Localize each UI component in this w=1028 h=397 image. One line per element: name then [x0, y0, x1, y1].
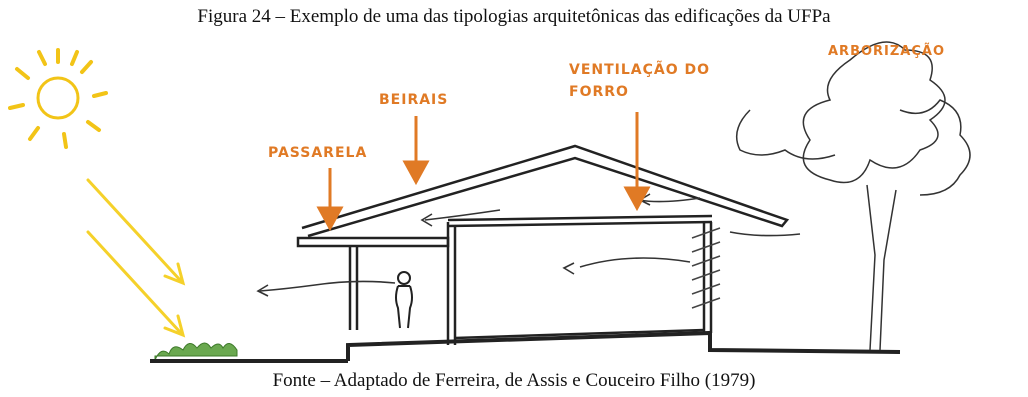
- label-arborizacao: ARBORIZAÇÃO: [828, 44, 946, 59]
- wall-louvres: [691, 227, 721, 309]
- tree-sketch: [735, 41, 971, 351]
- label-beirais: BEIRAIS: [379, 92, 449, 108]
- sun-rays: [86, 178, 186, 338]
- figure-title: Figura 24 – Exemplo de uma das tipologia…: [197, 6, 831, 27]
- airflow-arrows: [256, 193, 801, 297]
- person-figure: [395, 271, 413, 329]
- ground-line: [150, 330, 901, 363]
- label-ventilacao-line1: VENTILAÇÃO DO: [569, 62, 711, 78]
- label-passarela: PASSARELA: [268, 145, 368, 161]
- indicator-arrows: [316, 112, 651, 232]
- grass-shrubs: [154, 342, 238, 361]
- sun-icon: [8, 48, 108, 149]
- figure-source: Fonte – Adaptado de Ferreira, de Assis e…: [272, 370, 756, 391]
- building-section: [296, 144, 790, 345]
- label-ventilacao-line2: FORRO: [569, 84, 629, 100]
